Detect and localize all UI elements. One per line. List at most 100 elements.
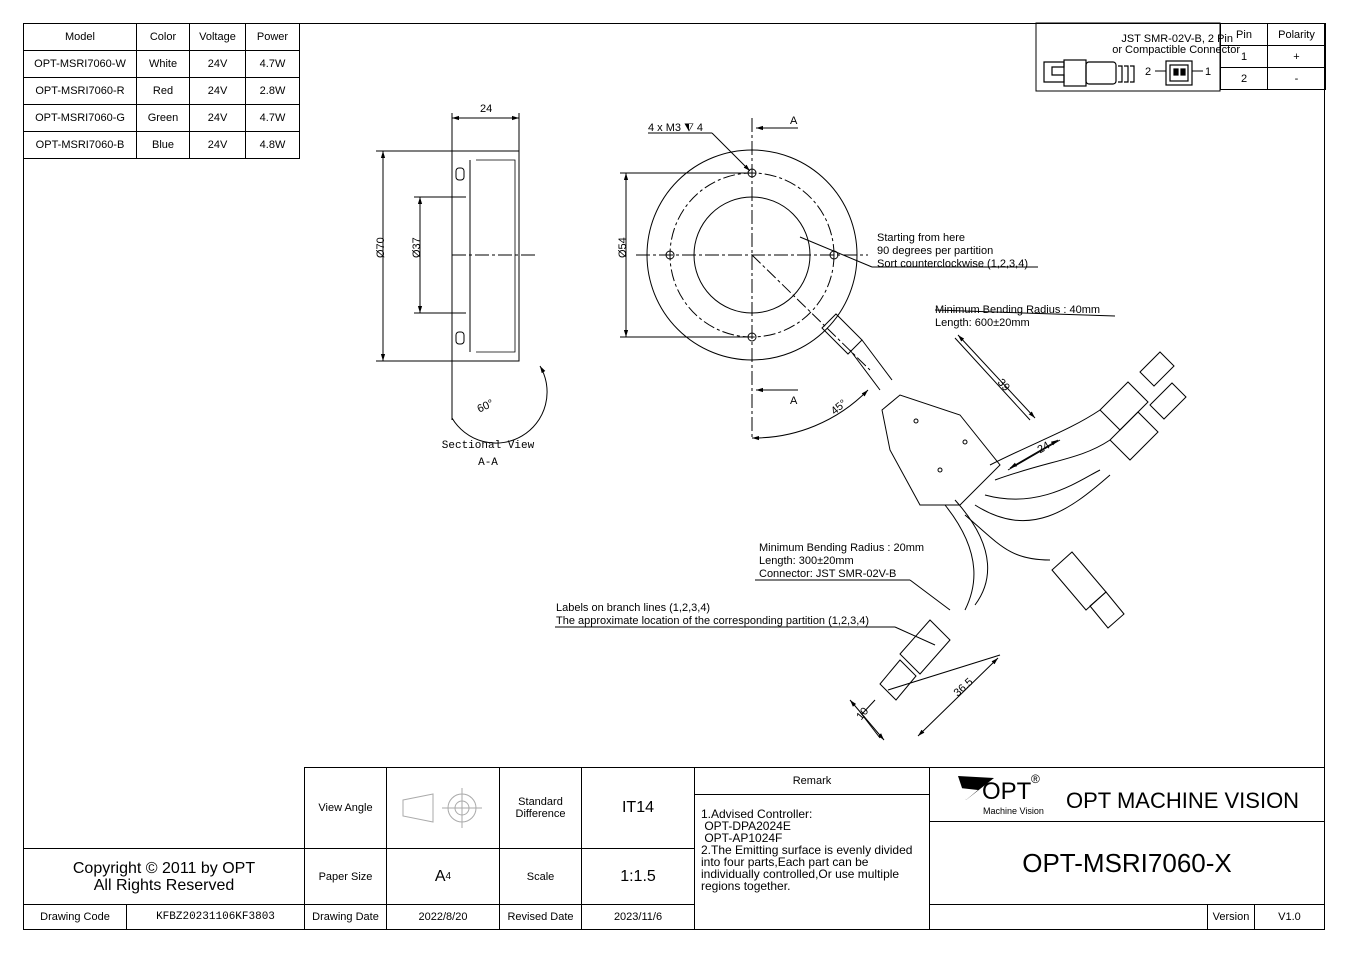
cable-branch-line2: Length: 300±20mm	[759, 555, 854, 567]
opt-logo-icon	[958, 776, 994, 800]
holes-note: 4 x M3 ⧨ 4	[648, 122, 703, 134]
version-value: V1.0	[1254, 904, 1325, 930]
drawing-code-label: Drawing Code	[23, 904, 127, 930]
remark-line: 1.Advised Controller:	[701, 807, 813, 821]
connector-socket-icon	[1165, 60, 1193, 86]
partition-note-line2: 90 degrees per partition	[877, 245, 993, 257]
revised-date-label: Revised Date	[499, 904, 582, 930]
cell-model: OPT-MSRI7060-R	[23, 77, 137, 105]
remark-body: 1.Advised Controller: OPT-DPA2024E OPT-A…	[694, 794, 930, 930]
cell-voltage: 24V	[189, 77, 246, 105]
section-mark-bottom: A	[790, 395, 798, 407]
model-table: Model Color Voltage Power OPT-MSRI7060-W…	[23, 23, 300, 159]
dim-section-outer: Ø70	[375, 237, 387, 258]
remark-line: OPT-DPA2024E	[701, 819, 791, 833]
standard-difference-value: IT14	[581, 767, 695, 849]
drawing-date-label: Drawing Date	[304, 904, 387, 930]
header-pin: Pin	[1220, 23, 1268, 46]
scale-value: 1:1.5	[581, 848, 695, 905]
logo-text: OPT	[982, 778, 1032, 805]
logo-registered: ®	[1031, 772, 1040, 786]
remark-title: Remark	[694, 767, 930, 795]
section-mark-top: A	[790, 115, 798, 127]
paper-size-value: A	[434, 867, 446, 885]
dim-front-diameter: Ø54	[617, 237, 629, 258]
connector-upper-2	[1109, 382, 1187, 461]
paper-size-label: Paper Size	[304, 848, 387, 905]
copyright-line2: All Rights Reserved	[93, 877, 235, 894]
connector-plug-icon	[1043, 59, 1135, 87]
pin-label-1: 1	[1205, 66, 1211, 78]
drawing-date-value: 2022/8/20	[386, 904, 500, 930]
table-row: OPT-MSRI7060-B Blue 24V 4.8W	[23, 131, 300, 159]
standard-difference-label: Standard Difference	[499, 767, 582, 849]
company-name: OPT MACHINE VISION	[1066, 788, 1300, 813]
front-view	[620, 118, 1038, 441]
partition-note-line3: Sort counterclockwise (1,2,3,4)	[877, 258, 1028, 270]
version-spacer	[929, 904, 1208, 930]
pin-label-2: 2	[1145, 66, 1151, 78]
copyright-cell: Copyright © 2011 by OPT All Rights Reser…	[23, 848, 305, 905]
copyright-line1: Copyright © 2011 by OPT	[72, 860, 256, 877]
header-color: Color	[136, 23, 190, 51]
remark-line: into four parts,Each part can be	[701, 855, 869, 869]
connector-title-line1: JST SMR-02V-B, 2 Pin	[1121, 33, 1233, 45]
cell-color: Green	[136, 104, 190, 132]
projection-symbol-icon	[402, 788, 482, 828]
cable-branch-line3: Connector: JST SMR-02V-B	[759, 568, 896, 580]
cable-main-line2: Length: 600±20mm	[935, 317, 1030, 329]
section-view: 24 Ø70 Ø37 60° Sectional View A-A	[375, 103, 548, 469]
cable-branch-line1: Minimum Bending Radius : 20mm	[759, 542, 924, 554]
drawing-code-value: KFBZ20231106KF3803	[126, 904, 305, 930]
section-caption-line2: A-A	[478, 457, 498, 469]
table-row: OPT-MSRI7060-R Red 24V 2.8W	[23, 77, 300, 105]
remark-line: OPT-AP1024F	[701, 831, 783, 845]
labels-line1: Labels on branch lines (1,2,3,4)	[556, 602, 710, 614]
cable-assembly	[555, 309, 1187, 741]
cell-model: OPT-MSRI7060-G	[23, 104, 137, 132]
logo-subtitle: Machine Vision	[983, 806, 1044, 816]
dim-section-inner: Ø37	[411, 237, 423, 258]
labels-line2: The approximate location of the correspo…	[556, 615, 869, 627]
cell-voltage: 24V	[189, 104, 246, 132]
remark-line: 2.The Emitting surface is evenly divided	[701, 843, 913, 857]
led-array	[476, 159, 516, 353]
paper-size-sub: 4	[445, 871, 452, 882]
cell-power: 4.8W	[245, 131, 300, 159]
cell-power: 4.7W	[245, 50, 300, 78]
partition-note-line1: Starting from here	[877, 232, 965, 244]
revised-date-value: 2023/11/6	[581, 904, 695, 930]
cell-color: Blue	[136, 131, 190, 159]
section-caption-line1: Sectional View	[442, 440, 535, 452]
scale-label: Scale	[499, 848, 582, 905]
table-row: 2 -	[1220, 67, 1326, 90]
dim-24: 24	[1036, 440, 1053, 457]
dim-39: 39	[995, 377, 1012, 394]
model-code: OPT-MSRI7060-X	[929, 821, 1325, 905]
section-angle: 60°	[475, 398, 495, 416]
cell-voltage: 24V	[189, 131, 246, 159]
table-row: OPT-MSRI7060-W White 24V 4.7W	[23, 50, 300, 78]
cable-main-line1: Minimum Bending Radius : 40mm	[935, 304, 1100, 316]
cell-color: White	[136, 50, 190, 78]
dim-section-width: 24	[480, 103, 492, 115]
view-angle-label: View Angle	[304, 767, 387, 849]
cell-model: OPT-MSRI7060-B	[23, 131, 137, 159]
view-angle-symbol-cell	[386, 767, 500, 849]
logo-cell: OPT ® Machine Vision OPT MACHINE VISION	[929, 767, 1325, 822]
table-row: OPT-MSRI7060-G Green 24V 4.7W	[23, 104, 300, 132]
connector-lower-left	[879, 619, 951, 701]
connector-upper-1	[1099, 351, 1175, 431]
connector-box: JST SMR-02V-B, 2 Pin or Compactible Conn…	[1035, 22, 1240, 92]
connector-title-line2: or Compactible Connector	[1112, 44, 1240, 56]
connector-lower-right	[1051, 551, 1125, 629]
version-label: Version	[1207, 904, 1255, 930]
remark-line: individually controlled,Or use multiple	[701, 867, 900, 881]
cell-polarity: -	[1267, 67, 1326, 90]
front-angle: 45°	[829, 397, 849, 417]
remark-line: regions together.	[701, 879, 791, 893]
dim-36-5: 36.5	[952, 676, 976, 699]
pin-table: Pin Polarity 1 + 2 -	[1220, 23, 1326, 90]
